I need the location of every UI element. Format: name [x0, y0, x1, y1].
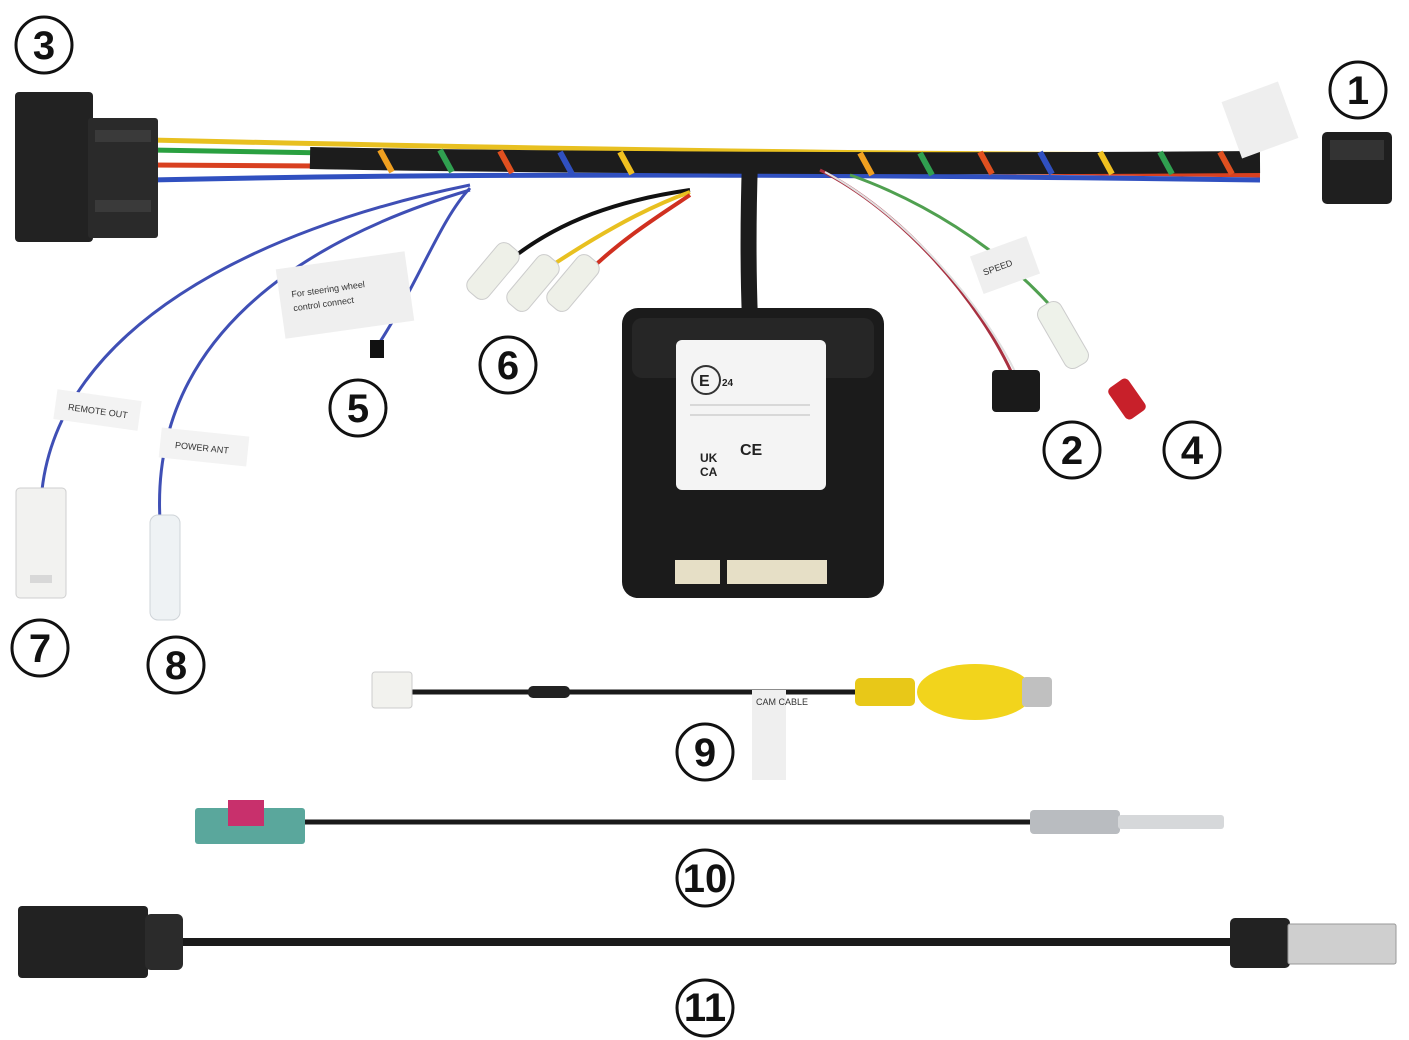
usb-cable-11	[18, 906, 1397, 978]
callout-label-5: 5	[347, 387, 369, 431]
callout-4: 4	[1162, 420, 1222, 480]
callout-11: 11	[675, 978, 735, 1038]
callout-label-4: 4	[1181, 429, 1204, 473]
callout-label-2: 2	[1061, 429, 1083, 473]
svg-text:CAM CABLE: CAM CABLE	[756, 697, 808, 707]
connector-7	[15, 487, 67, 599]
e-mark-circle	[691, 365, 721, 395]
callout-8: 8	[146, 635, 206, 695]
connector-3-block	[15, 92, 158, 242]
ce-mark: CE	[740, 442, 763, 459]
callout-6: 6	[478, 335, 538, 395]
connector-5: For steering wheel control connect	[275, 251, 415, 358]
remote-out-tag: REMOTE OUT	[53, 389, 142, 431]
callout-label-8: 8	[165, 644, 187, 688]
ukca-mark-line-2: CA	[700, 465, 718, 479]
callout-label-10: 10	[683, 857, 728, 901]
connector-4: SPEED	[849, 173, 1146, 420]
connector-2	[819, 168, 1040, 412]
module-drop-cable	[740, 159, 758, 321]
e-mark-number: 24	[722, 378, 734, 389]
callout-label-3: 3	[33, 24, 55, 68]
main-harness-loom	[149, 137, 1261, 183]
callout-label-6: 6	[497, 344, 519, 388]
e-mark-letter: E	[699, 373, 710, 390]
callout-7: 7	[10, 618, 70, 678]
callout-10: 10	[675, 848, 735, 908]
callout-label-7: 7	[29, 627, 51, 671]
callout-label-9: 9	[694, 731, 716, 775]
antenna-fakra-cable-10	[195, 800, 1224, 844]
callout-2: 2	[1042, 420, 1102, 480]
callout-5: 5	[328, 378, 388, 438]
connector-1-plug	[1221, 81, 1392, 204]
camera-rca-cable-9: CAM CABLE	[371, 664, 1052, 780]
interface-module: E 24 CE UK CA	[622, 308, 884, 598]
connector-group-6	[466, 188, 692, 312]
power-ant-tag: POWER ANT	[158, 427, 250, 467]
ukca-mark-line-1: UK	[700, 451, 718, 465]
callout-9: 9	[675, 722, 735, 782]
callout-label-11: 11	[684, 986, 726, 1030]
callout-3: 3	[14, 15, 74, 75]
callout-label-1: 1	[1347, 69, 1369, 113]
callout-1: 1	[1328, 60, 1388, 120]
connector-8	[149, 514, 181, 621]
callout-markers: 1 2 3 4 5 6 7 8	[10, 15, 1388, 1038]
